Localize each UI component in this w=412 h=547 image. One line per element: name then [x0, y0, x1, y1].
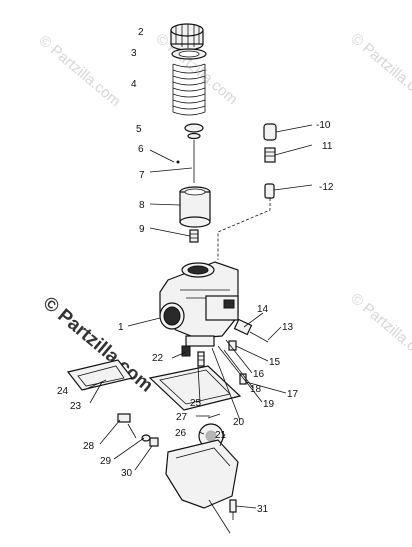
callout-24: 24 [57, 386, 69, 397]
callout-13: 13 [282, 322, 294, 333]
watermark-top-right: © Partzilla.com [347, 30, 412, 108]
watermark-group: © Partzilla.com © Partzilla.com © Partzi… [35, 30, 412, 397]
callout-28: 28 [83, 441, 95, 452]
part-10-12-choke-assembly [217, 123, 277, 260]
callout-18: 18 [250, 384, 262, 395]
leader-lines [83, 124, 313, 534]
callout-31: 31 [257, 504, 269, 515]
callout-14: 14 [257, 304, 269, 315]
watermark-mid-right: © Partzilla.com [347, 290, 412, 368]
callout-1: 1 [118, 322, 124, 333]
part-3-washer [171, 48, 207, 60]
callout-11: 11 [322, 141, 333, 152]
callout-6: 6 [138, 144, 144, 155]
callout-7: 7 [139, 170, 145, 181]
part-9-pilot-screw [189, 229, 199, 243]
part-19-float-bowl-gasket [148, 365, 247, 411]
callout-9: 9 [139, 224, 145, 235]
callout-labels: 2 3 4 5 6 7 8 9 -10 11 -12 1 13 14 15 16… [57, 27, 334, 515]
part-2-top-cap [170, 23, 204, 51]
callout-17: 17 [287, 389, 299, 400]
part-28-30-drain-parts [117, 413, 159, 447]
callout-30: 30 [121, 468, 133, 479]
callout-27: 27 [176, 412, 188, 423]
part-24-gasket-plate [66, 359, 134, 391]
callout-25: 25 [190, 398, 202, 409]
part-5-retainer [184, 123, 204, 140]
part-float-bowl [165, 439, 239, 520]
part-4-spring [172, 63, 206, 116]
callout-26: 26 [175, 428, 187, 439]
callout-20: 20 [233, 417, 245, 428]
callout-15: 15 [269, 357, 281, 368]
callout-2: 2 [138, 27, 144, 38]
callout-12: -12 [319, 182, 334, 193]
callout-29: 29 [100, 456, 112, 467]
part-22-25-jets [181, 345, 205, 367]
callout-16: 16 [253, 369, 265, 380]
callout-5: 5 [136, 124, 142, 135]
callout-3: 3 [131, 48, 137, 59]
part-7-jet-needle [176, 140, 195, 183]
callout-21: 21 [215, 430, 227, 441]
callout-23: 23 [70, 401, 82, 412]
part-8-throttle-slide [179, 186, 211, 228]
part-1-carburetor-body [159, 261, 239, 347]
callout-22: 22 [152, 353, 164, 364]
watermark-top-left: © Partzilla.com [35, 32, 123, 110]
callout-10: -10 [316, 120, 331, 131]
callout-8: 8 [139, 200, 145, 211]
callout-4: 4 [131, 79, 137, 90]
part-13-14-screws [228, 318, 269, 351]
callout-19: 19 [263, 399, 275, 410]
